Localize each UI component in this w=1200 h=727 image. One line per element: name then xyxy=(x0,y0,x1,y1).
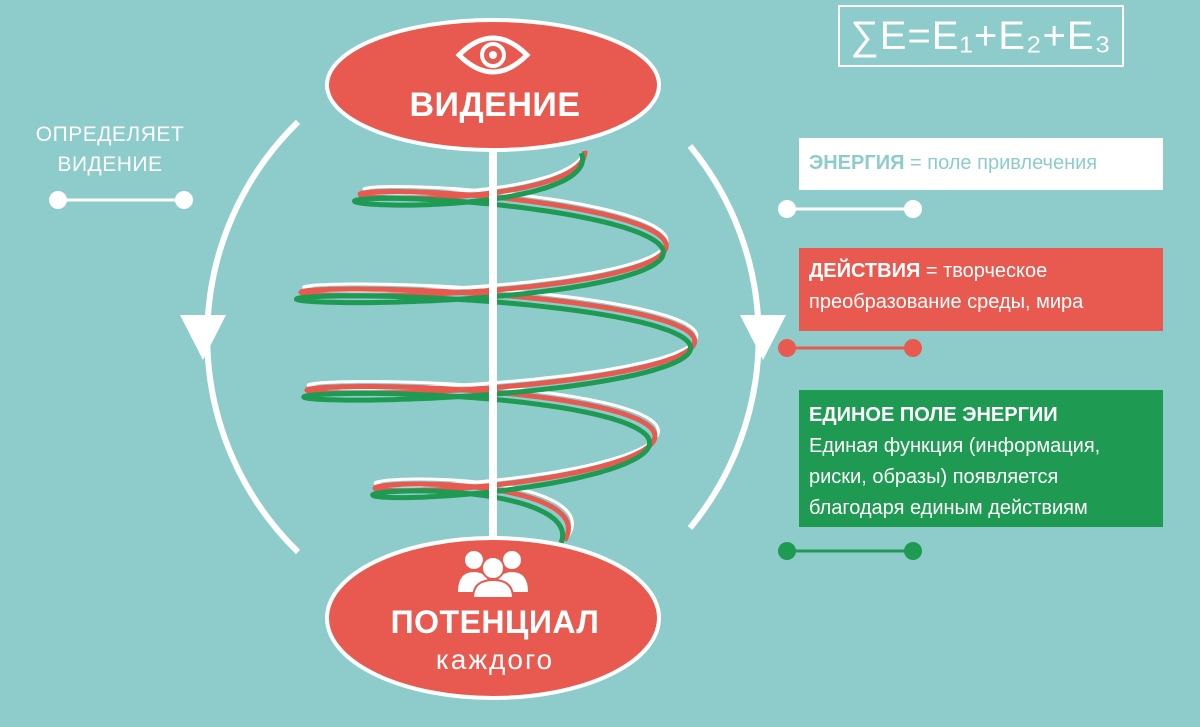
vision-title: ВИДЕНИЕ xyxy=(409,86,581,124)
energy-connector xyxy=(778,200,922,218)
potential-subtitle: каждого xyxy=(435,644,555,675)
top-node-ellipse xyxy=(325,18,661,152)
energy-box: ЭНЕРГИЯ = поле привлечения xyxy=(799,138,1163,190)
defines-vision-line2: ВИДЕНИЕ xyxy=(57,153,163,176)
action-box-title: ДЕЙСТВИЯ xyxy=(809,260,921,282)
action-connector xyxy=(778,339,922,357)
spiral-white xyxy=(301,150,699,542)
spiral-green xyxy=(294,152,694,544)
energy-box-text: = поле привлечения xyxy=(904,152,1098,174)
action-box: ДЕЙСТВИЯ = творческое преобразование сре… xyxy=(799,248,1163,331)
left-arrow-head xyxy=(180,315,226,360)
energy-formula: ∑E=E₁+E₂+E₃ xyxy=(838,5,1124,67)
action-box-text: = творческое преобразование среды, мира xyxy=(809,260,1084,313)
field-box: ЕДИНОЕ ПОЛЕ ЭНЕРГИИ Единая функция (инфо… xyxy=(799,390,1163,527)
right-cycle-arc xyxy=(687,144,762,530)
right-arrow-head xyxy=(740,315,786,360)
eye-icon xyxy=(455,35,531,75)
bottom-node-ellipse xyxy=(325,536,661,700)
potential-title: ПОТЕНЦИАЛ xyxy=(390,604,600,640)
energy-box-title: ЭНЕРГИЯ xyxy=(809,152,905,174)
spiral-red xyxy=(298,150,698,542)
defines-vision-label: ОПРЕДЕЛЯЕТ ВИДЕНИЕ xyxy=(20,120,200,180)
spiral xyxy=(294,150,699,544)
field-box-text: Единая функция (информация, риски, образ… xyxy=(809,435,1101,519)
defines-vision-line1: ОПРЕДЕЛЯЕТ xyxy=(35,123,185,146)
left-connector xyxy=(49,191,193,209)
field-connector xyxy=(778,542,922,560)
left-cycle-arc xyxy=(204,119,301,555)
people-icon xyxy=(458,551,528,599)
field-box-title: ЕДИНОЕ ПОЛЕ ЭНЕРГИИ xyxy=(809,404,1058,426)
